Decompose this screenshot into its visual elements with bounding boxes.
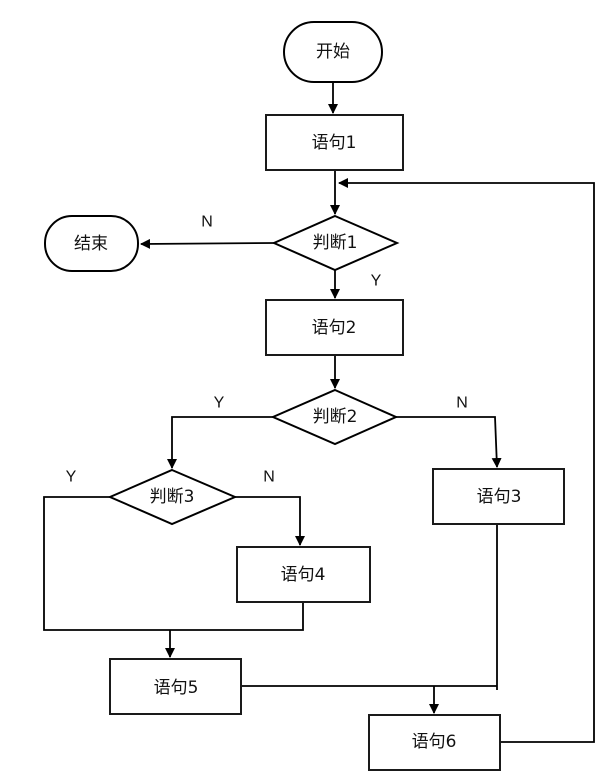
edge-cond2-cond3 bbox=[167, 416, 273, 469]
cond1-diamond bbox=[271, 214, 400, 272]
cond3-no-label: N bbox=[263, 469, 275, 486]
node-stmt2[interactable]: 语句2 bbox=[265, 299, 404, 356]
start-label: 开始 bbox=[316, 42, 350, 62]
node-stmt6[interactable]: 语句6 bbox=[368, 714, 501, 771]
stmt2-box bbox=[265, 299, 404, 356]
cond1-no-label: N bbox=[201, 214, 213, 231]
connectors bbox=[43, 82, 595, 743]
node-cond2[interactable]: 判断2 bbox=[270, 388, 399, 446]
node-stmt5[interactable]: 语句5 bbox=[109, 658, 242, 715]
cond2-no-label: N bbox=[456, 395, 468, 412]
node-start[interactable]: 开始 bbox=[283, 21, 383, 83]
stmt3-box bbox=[432, 468, 565, 525]
end-label: 结束 bbox=[74, 234, 108, 254]
edge-cond1-end bbox=[140, 238, 275, 249]
cond3-yes-label: Y bbox=[66, 469, 77, 486]
cond1-label: 判断1 bbox=[313, 233, 358, 253]
stmt4-label: 语句4 bbox=[281, 565, 326, 585]
cond2-diamond bbox=[270, 388, 399, 446]
edge-cond3-merge bbox=[43, 496, 304, 631]
stmt6-box bbox=[368, 714, 501, 771]
end-terminal-shape bbox=[44, 215, 139, 272]
node-stmt4[interactable]: 语句4 bbox=[236, 546, 371, 603]
stmt6-label: 语句6 bbox=[412, 732, 457, 752]
cond2-label: 判断2 bbox=[313, 407, 358, 427]
start-terminal-shape bbox=[283, 21, 383, 83]
stmt5-box bbox=[109, 658, 242, 715]
node-stmt3[interactable]: 语句3 bbox=[432, 468, 565, 525]
stmt1-label: 语句1 bbox=[312, 133, 357, 153]
stmt4-box bbox=[236, 546, 371, 603]
stmt5-label: 语句5 bbox=[154, 678, 199, 698]
stmt1-box bbox=[265, 114, 404, 171]
stmt2-label: 语句2 bbox=[312, 318, 357, 338]
cond3-label: 判断3 bbox=[150, 487, 195, 507]
node-cond1[interactable]: 判断1 bbox=[271, 214, 400, 272]
edge-cond2-stmt3 bbox=[396, 416, 502, 468]
node-cond3[interactable]: 判断3 bbox=[107, 468, 238, 526]
node-stmt1[interactable]: 语句1 bbox=[265, 114, 404, 171]
edge-stmt6-loop bbox=[338, 178, 595, 743]
cond3-diamond bbox=[107, 468, 238, 526]
node-end[interactable]: 结束 bbox=[44, 215, 139, 272]
cond1-yes-label: Y bbox=[371, 273, 382, 290]
cond2-yes-label: Y bbox=[214, 395, 225, 412]
stmt3-label: 语句3 bbox=[477, 487, 522, 507]
edge-cond3-stmt4 bbox=[235, 496, 305, 546]
